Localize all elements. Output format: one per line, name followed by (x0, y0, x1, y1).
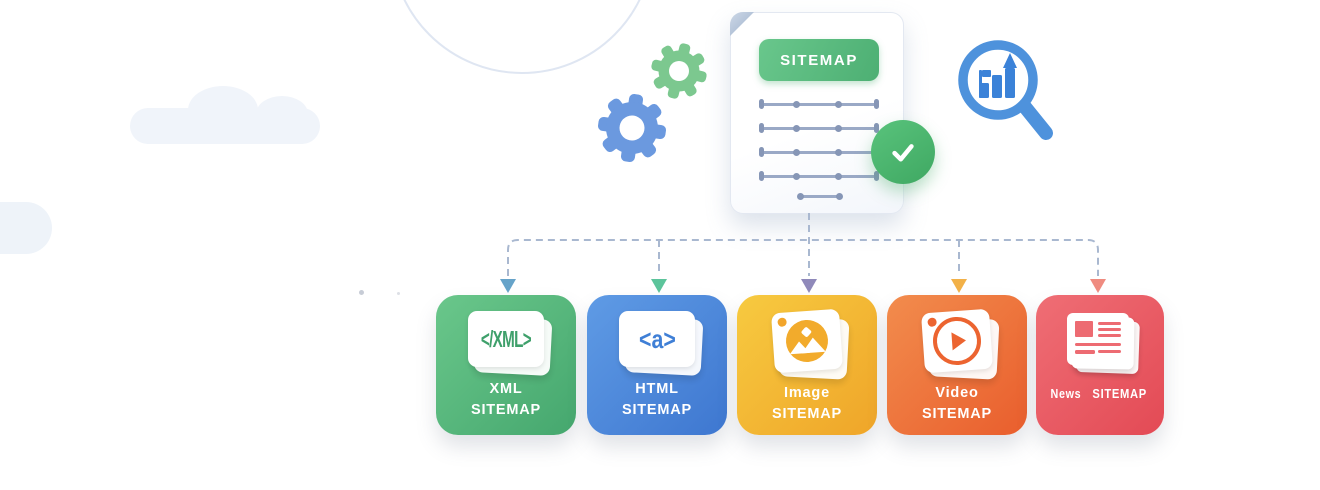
sitemap-document: SITEMAP (730, 12, 904, 214)
arrow-to-html (651, 279, 667, 293)
sitemap-node-row (759, 123, 879, 133)
news-newspaper-icon (1063, 311, 1140, 375)
card-label-line1: News (1050, 387, 1082, 401)
connector-arrowheads (500, 279, 1106, 293)
corner-dot (777, 317, 787, 327)
gear-icon-green (651, 43, 707, 99)
dot-speck (359, 290, 364, 295)
html-anchor-text: <a> (638, 323, 676, 354)
arrow-to-video (951, 279, 967, 293)
card-label-line2: SITEMAP (621, 402, 693, 418)
card-image-sitemap: Image SITEMAP (737, 295, 877, 435)
play-circle-icon (931, 315, 983, 367)
card-label-line1: HTML (635, 381, 679, 397)
card-label: XML SITEMAP (471, 379, 541, 421)
arrow-to-image (801, 279, 817, 293)
arrow-to-xml (500, 279, 516, 293)
card-label-line2: SITEMAP (771, 406, 843, 422)
gear-icon-blue (598, 94, 666, 162)
xml-code-text: </XML> (480, 325, 532, 352)
html-code-card-icon: <a> (619, 311, 704, 376)
circle-arc (390, 0, 654, 74)
page-fold-icon (730, 12, 754, 36)
card-label-line1: XML (489, 381, 523, 397)
check-circle-icon (871, 120, 935, 184)
image-photo-card-icon (770, 308, 850, 380)
card-label-line2: SITEMAP (470, 402, 542, 418)
card-news-sitemap: News SITEMAP (1036, 295, 1164, 435)
card-label-line2: SITEMAP (921, 406, 993, 422)
bar-chart-icon (979, 53, 1017, 98)
card-video-sitemap: Video SITEMAP (887, 295, 1027, 435)
magnifier-chart-icon (958, 40, 1053, 140)
card-label-line1: Image (784, 385, 830, 401)
card-label-line1: Video (935, 385, 979, 401)
card-label: HTML SITEMAP (622, 379, 692, 421)
corner-dot (927, 317, 937, 327)
arrow-to-news (1090, 279, 1106, 293)
video-play-card-icon (920, 308, 1000, 380)
sitemap-node-row (759, 171, 879, 181)
xml-code-card-icon: </XML> (468, 311, 553, 376)
photo-mountains-icon (784, 318, 830, 364)
cloud-shape (0, 202, 52, 254)
card-label-line2: SITEMAP (1092, 386, 1148, 401)
sitemap-node-row (759, 147, 879, 157)
card-label: Video SITEMAP (922, 383, 992, 425)
card-html-sitemap: <a> HTML SITEMAP (587, 295, 727, 435)
card-label: News SITEMAP (1048, 383, 1152, 405)
sitemap-badge: SITEMAP (759, 39, 879, 81)
cloud-shape (130, 86, 320, 144)
sitemap-node-row (759, 99, 879, 109)
sitemap-node-row-short (797, 191, 843, 201)
card-xml-sitemap: </XML> XML SITEMAP (436, 295, 576, 435)
dot-speck (397, 292, 400, 295)
card-label: Image SITEMAP (772, 383, 842, 425)
